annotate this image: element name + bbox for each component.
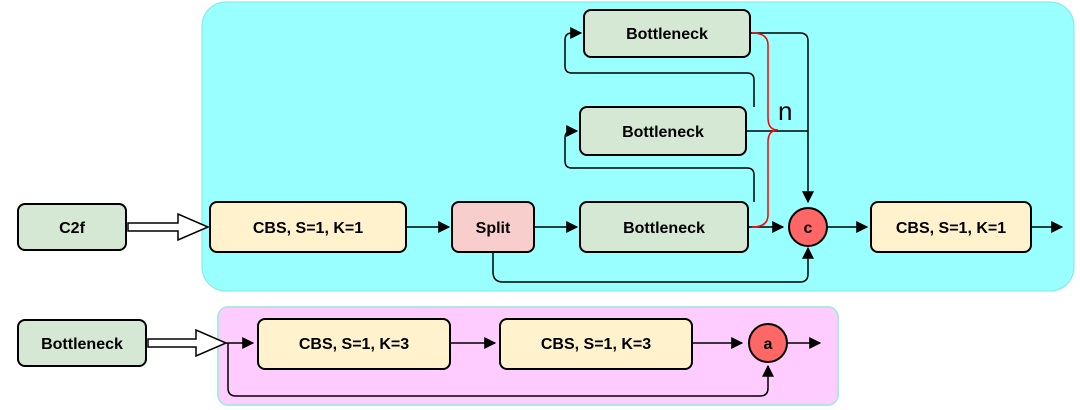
cbs1-node	[257, 318, 451, 370]
repeat-brace	[751, 32, 779, 228]
c2f-block-arrow	[127, 212, 210, 242]
edge-residual-skip	[227, 343, 774, 397]
c2f-input-node	[17, 203, 127, 251]
cbs-in-label: CBS, S=1, K=1	[253, 220, 363, 237]
concat-label: c	[804, 220, 813, 237]
split-label: Split	[476, 220, 511, 237]
edge-bottleneck-bottom-to-middle	[564, 125, 755, 202]
cbs-out-label: CBS, S=1, K=1	[896, 220, 1006, 237]
edge-bottleneck-middle-to-top	[564, 27, 755, 107]
bottleneck-block-arrow	[147, 328, 228, 358]
edge-bottleneck-top-to-concat	[750, 32, 814, 204]
bottleneck-label-top: Bottleneck	[626, 26, 708, 43]
cbs2-node	[499, 318, 693, 370]
bottleneck-input-node	[17, 319, 147, 367]
bottleneck-input-label: Bottleneck	[41, 336, 123, 353]
cbs1-label: CBS, S=1, K=3	[299, 336, 409, 353]
add-label: a	[764, 336, 773, 353]
bottleneck-label-bottom: Bottleneck	[623, 220, 705, 237]
cbs2-label: CBS, S=1, K=3	[541, 336, 651, 353]
c2f-input-label: C2f	[59, 220, 85, 237]
edge-split-to-concat	[492, 246, 814, 283]
bottleneck-label-middle: Bottleneck	[622, 124, 704, 141]
repeat-label: n	[778, 96, 792, 126]
